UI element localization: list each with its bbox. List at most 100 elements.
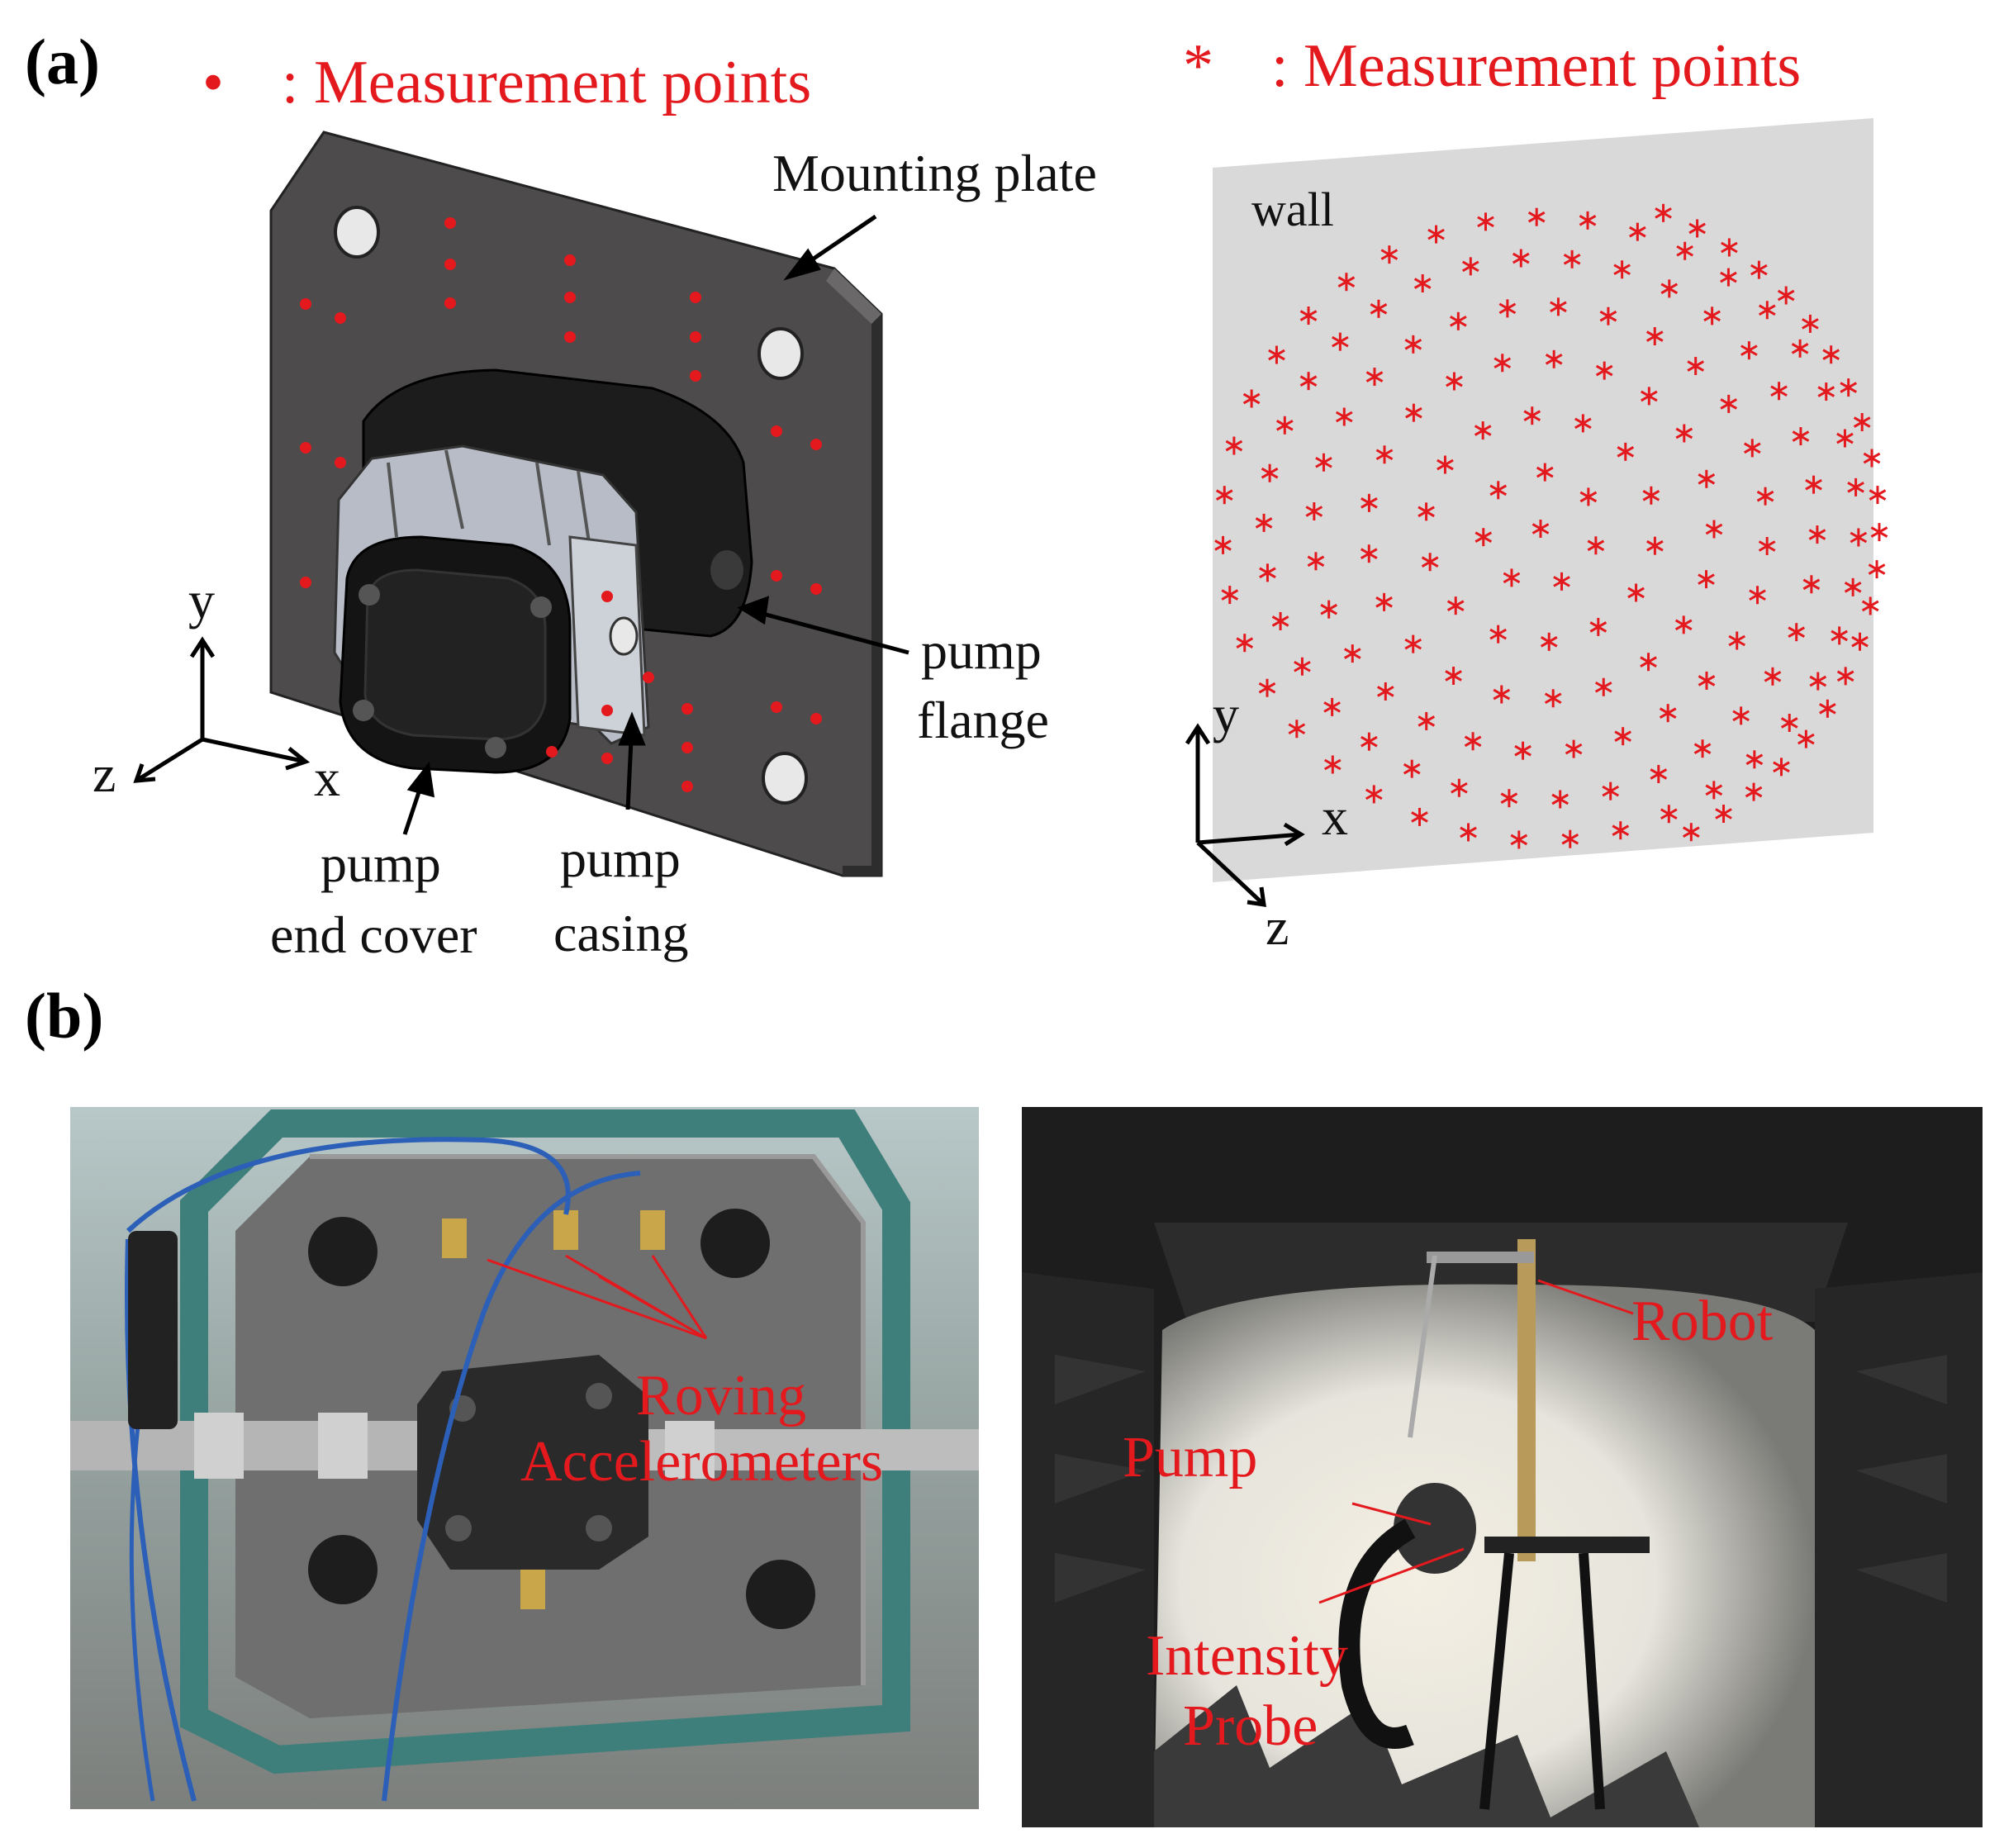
wall-measurement-point [1579, 487, 1598, 506]
wall-measurement-point [1594, 677, 1612, 696]
wall-measurement-point [1819, 699, 1836, 718]
wall-measurement-point [1805, 475, 1822, 494]
wall-measurement-point [1703, 306, 1721, 325]
wall-measurement-point [1337, 273, 1356, 292]
wall-measurement-point [1411, 807, 1428, 826]
left-axis-x: x [314, 748, 340, 807]
accelerometers-label: Accelerometers [520, 1430, 884, 1494]
wall-measurement-point [1376, 682, 1394, 701]
roving-label: Roving [636, 1364, 807, 1428]
wall-measurement-point [1720, 268, 1737, 287]
right-axis-x: x [1322, 787, 1348, 846]
wall-measurement-point [1446, 596, 1465, 615]
wall-measurement-point [1404, 634, 1422, 653]
wall-measurement-point [1655, 203, 1672, 222]
wall-measurement-point [1271, 611, 1289, 630]
wall-measurement-point [1361, 732, 1378, 751]
wall-measurement-point [1551, 790, 1569, 809]
wall-measurement-point [1740, 341, 1758, 360]
wall-measurement-point [1732, 706, 1750, 725]
wall-measurement-point [1595, 361, 1613, 380]
wall-measurement-point [1809, 672, 1827, 691]
dot-marker: • [202, 49, 224, 116]
wall-measurement-point [1758, 537, 1776, 556]
wall-measurement-point [1614, 727, 1631, 746]
right-axis-z: z [1266, 897, 1289, 956]
wall-measurement-point [1715, 805, 1732, 824]
pump-cad-drawing [133, 118, 1888, 907]
wall-measurement-point [1225, 436, 1243, 455]
wall-measurement-point [1844, 577, 1862, 596]
left-axis-y: y [188, 571, 215, 629]
wall-measurement-point [1863, 449, 1881, 468]
wall-measurement-point [1323, 755, 1342, 774]
wall-measurement-point [1831, 626, 1848, 645]
wall-measurement-point [1617, 442, 1635, 461]
wall-label: wall [1251, 183, 1334, 236]
wall-measurement-point [1612, 821, 1630, 840]
pump-flange-label-2: flange [917, 691, 1049, 749]
wall-measurement-point [1493, 685, 1511, 704]
wall-measurement-point [1660, 279, 1679, 298]
accelerometer [442, 1219, 467, 1258]
wall-measurement-point [1288, 720, 1306, 739]
bolt-hole [757, 327, 804, 380]
wall-measurement-point [1587, 536, 1605, 555]
accelerometer [553, 1210, 578, 1250]
right-legend: *: Measurement points [1183, 31, 1801, 102]
wall-measurement-point [1236, 634, 1254, 653]
wall-measurement-point [1404, 335, 1422, 354]
anechoic-room-photo: Robot Pump Intensity Probe [1022, 1107, 1983, 1827]
wall-measurement-point [1527, 207, 1546, 226]
accelerometer-photo: Roving Accelerometers [70, 1107, 979, 1809]
wall-measurement-point [1536, 463, 1554, 482]
wall-measurement-point [1646, 536, 1664, 555]
wall-measurement-point [1510, 830, 1528, 849]
bolt-hole [334, 206, 380, 259]
wall-measurement-point [1514, 741, 1531, 760]
wall-measurement-point [1460, 823, 1477, 842]
wall-measurement-point [1531, 520, 1550, 538]
wall-measurement-point [1299, 306, 1318, 325]
wall-measurement-point [1375, 445, 1394, 464]
wall-measurement-point [1221, 586, 1239, 605]
wall-measurement-point [1545, 349, 1563, 368]
wall-measurement-point [1675, 424, 1693, 443]
robot-arm [1517, 1239, 1536, 1561]
pump-casing-label-1: pump [560, 829, 681, 888]
wall-measurement-point [1275, 416, 1294, 435]
wall-measurement-point [1749, 586, 1766, 605]
wall-measurement-point [1332, 332, 1349, 351]
wall-measurement-point [1413, 274, 1432, 293]
wall-measurement-point [1650, 764, 1668, 783]
wall-measurement-point [1242, 389, 1261, 408]
wall-measurement-point [1461, 257, 1479, 276]
wall-measurement-point [1294, 657, 1311, 676]
wall-measurement-point [1750, 260, 1768, 279]
wall-measurement-point [1315, 453, 1332, 472]
wall-measurement-point [1489, 481, 1508, 500]
intensity-label: Intensity [1146, 1624, 1348, 1688]
wall-measurement-points [1214, 203, 1888, 849]
panel-b-label: (b) [25, 980, 104, 1052]
wall-measurement-point [1853, 413, 1871, 432]
wall-measurement-point [1659, 704, 1677, 723]
wall-measurement-point [1640, 653, 1657, 672]
left-axes [133, 636, 311, 783]
wall-measurement-point [1698, 671, 1716, 690]
pump-end-cover-label-1: pump [321, 834, 441, 893]
wall-measurement-point [1802, 314, 1819, 333]
wall-measurement-point [1307, 552, 1325, 571]
accelerometer [640, 1210, 665, 1250]
wall-measurement-point [1503, 568, 1521, 587]
wall-measurement-point [1613, 260, 1631, 279]
wall-measurement-point [1720, 394, 1738, 413]
wall-measurement-point [1645, 327, 1664, 346]
wall-measurement-point [1840, 378, 1857, 397]
wall-measurement-point [1682, 823, 1700, 842]
robot-label: Robot [1631, 1290, 1774, 1353]
right-legend-text: : Measurement points [1271, 32, 1802, 100]
wall-measurement-point [1450, 311, 1467, 330]
wall-measurement-point [1868, 560, 1886, 579]
wall-measurement-point [1299, 372, 1318, 391]
